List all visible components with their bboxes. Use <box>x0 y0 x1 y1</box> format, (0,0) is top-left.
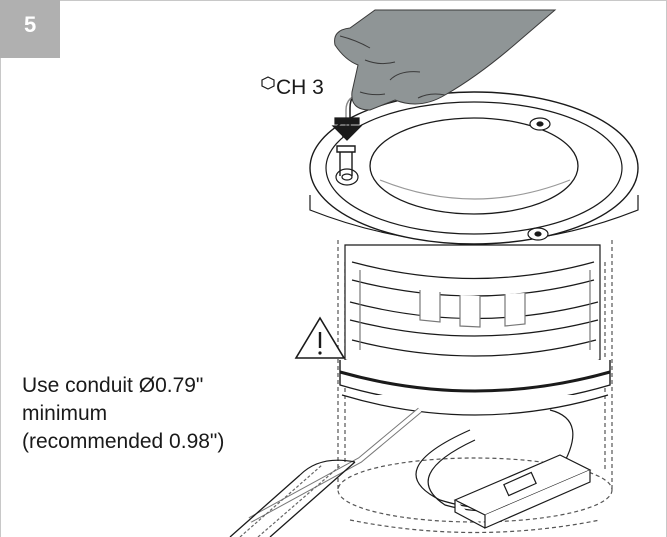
power-cable <box>248 407 574 523</box>
down-arrow-icon <box>331 117 363 141</box>
warning-triangle-icon <box>294 316 346 359</box>
recess-housing <box>337 240 613 534</box>
luminaire-body <box>339 244 611 416</box>
step-number-badge: 5 <box>0 0 60 58</box>
gloved-hand <box>334 9 557 111</box>
conduit-note-line-3: (recommended 0.98") <box>22 430 225 453</box>
driver-connector <box>453 454 592 529</box>
hex-key-icon <box>261 76 275 90</box>
conduit-note-line-1: Use conduit Ø0.79" <box>22 374 204 397</box>
conduit-note-line-2: minimum <box>22 402 108 425</box>
tool-size-text: CH 3 <box>276 76 324 99</box>
conduit <box>229 459 356 537</box>
tool-size-label: CH 3 <box>258 76 324 100</box>
conduit-note: Use conduit Ø0.79" minimum (recommended … <box>22 372 224 456</box>
cover-ring <box>309 91 639 245</box>
